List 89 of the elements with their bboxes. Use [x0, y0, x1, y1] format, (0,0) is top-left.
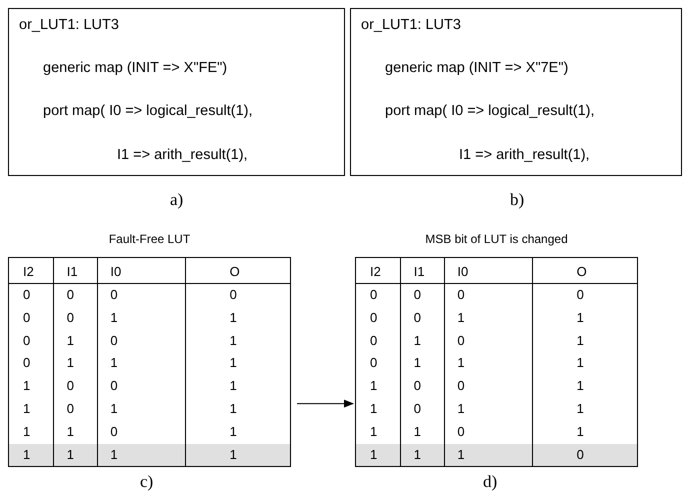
table-value: 0	[576, 446, 584, 462]
table-value: 1	[370, 446, 378, 462]
table-value: 0	[414, 400, 421, 416]
table-value: 0	[66, 310, 74, 325]
table-value: 1	[110, 446, 118, 462]
table-value: 1	[23, 400, 30, 416]
table-value: 0	[23, 287, 30, 302]
table-value: 1	[370, 400, 378, 416]
table-value: 1	[370, 378, 378, 394]
table-value: 1	[230, 446, 237, 462]
table-value: 0	[457, 287, 465, 302]
panel-label: c)	[140, 472, 154, 492]
code-box	[8, 8, 345, 176]
table-value: 0	[110, 378, 118, 394]
table-value: 0	[66, 287, 74, 302]
table-value: 0	[457, 378, 465, 394]
table-value: 0	[23, 332, 30, 348]
code-line: generic map (INIT => X"7E")	[385, 60, 568, 76]
table-value: 1	[457, 355, 465, 370]
code-line: port map( I0 => logical_result(1),	[385, 103, 595, 119]
table-value: 0	[230, 287, 237, 302]
table-value: 1	[457, 310, 465, 325]
table-value: 0	[110, 424, 118, 439]
table-value: 1	[457, 400, 465, 416]
table-value: 0	[110, 287, 118, 302]
table-value: 1	[66, 446, 74, 462]
panel-label: b)	[510, 190, 524, 210]
table-value: 0	[370, 332, 378, 348]
table-value: 1	[66, 424, 74, 439]
table-value: 1	[370, 424, 378, 439]
column-header: I2	[370, 264, 381, 279]
column-header: I1	[414, 264, 425, 279]
table-value: 0	[457, 332, 465, 348]
table-value: 1	[230, 400, 237, 416]
table-title: Fault-Free LUT	[108, 232, 192, 246]
table-value: 1	[230, 378, 237, 394]
table-value: 1	[23, 424, 30, 439]
code-line: generic map (INIT => X"FE")	[43, 60, 228, 76]
table-value: 1	[230, 355, 237, 370]
table-value: 1	[23, 446, 30, 462]
table-value: 0	[23, 310, 30, 325]
column-header: O	[230, 264, 240, 279]
table-value: 1	[576, 400, 584, 416]
table-value: 0	[110, 332, 118, 348]
arrow	[296, 400, 354, 408]
table-value: 0	[414, 378, 421, 394]
table-value: 0	[370, 310, 378, 325]
table-value: 0	[66, 378, 74, 394]
table-value: 0	[414, 287, 421, 302]
table-value: 0	[66, 400, 74, 416]
column-header: O	[576, 264, 587, 279]
table-value: 0	[370, 287, 378, 302]
column-header: I0	[457, 264, 468, 279]
table-value: 1	[414, 332, 421, 348]
table-value: 0	[370, 355, 378, 370]
table-value: 1	[457, 446, 465, 462]
table-value: 1	[576, 332, 584, 348]
code-box	[350, 8, 682, 176]
table-value: 1	[230, 310, 237, 325]
table-value: 1	[576, 378, 584, 394]
panel-label: a)	[170, 190, 184, 210]
column-header: I1	[66, 264, 78, 279]
table-value: 1	[230, 332, 237, 348]
code-line: or_LUT1: LUT3	[361, 17, 461, 33]
table-value: 1	[110, 400, 118, 416]
code-line: port map( I0 => logical_result(1),	[43, 103, 253, 119]
table-value: 1	[414, 355, 421, 370]
table-value: 1	[576, 424, 584, 439]
column-header: I0	[110, 264, 122, 279]
table-value: 0	[23, 355, 30, 370]
table-value: 0	[414, 310, 421, 325]
table-value: 1	[23, 378, 30, 394]
table-value: 1	[230, 424, 237, 439]
table-value: 1	[110, 355, 118, 370]
table-value: 1	[414, 424, 421, 439]
code-line: I1 => arith_result(1),	[117, 147, 248, 163]
table-value: 1	[66, 332, 74, 348]
table-value: 1	[576, 355, 584, 370]
panel-label: d)	[483, 472, 498, 492]
table-value: 1	[414, 446, 421, 462]
table-value: 1	[110, 310, 118, 325]
code-line: I1 => arith_result(1),	[459, 147, 590, 163]
table-value: 1	[66, 355, 74, 370]
table-title: MSB bit of LUT is changed	[424, 232, 569, 246]
table-value: 0	[457, 424, 465, 439]
code-line: or_LUT1: LUT3	[19, 17, 119, 33]
table-value: 0	[576, 287, 584, 302]
table-value: 1	[576, 310, 584, 325]
column-header: I2	[23, 264, 34, 279]
